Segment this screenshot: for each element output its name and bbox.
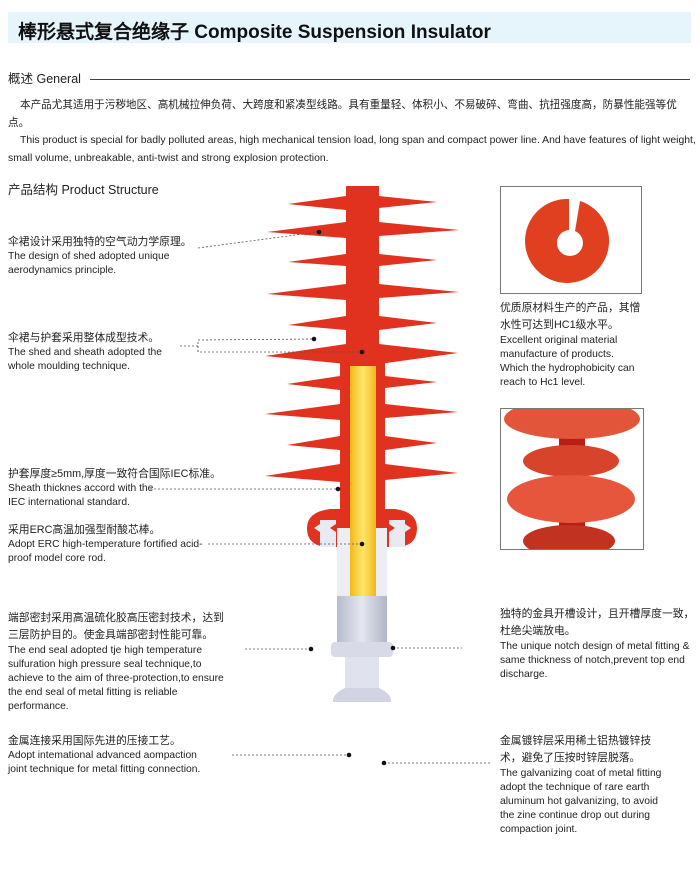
title-bar [8,12,691,43]
label-cn: 伞裙与护套采用整体成型技术。 [8,332,160,344]
label-en: Excellent original material manufacture … [500,335,635,388]
label-cn: 金属连接采用国际先进的压接工艺。 [8,735,181,747]
label-moulding: 伞裙与护套采用整体成型技术。 The shed and sheath adopt… [8,330,188,374]
label-en: The unique notch design of metal fitting… [500,641,690,680]
ring-icon [525,198,610,283]
callout-dots [308,229,396,766]
label-galvanizing: 金属镀锌层采用稀土铝热镀锌技术，避免了压按时锌层脱落。 The galvaniz… [500,733,670,837]
page-title: 棒形悬式复合绝缘子 Composite Suspension Insulator [18,22,491,43]
label-cn: 伞裙设计采用独特的空气动力学原理。 [8,236,192,248]
label-cn: 采用ERC高温加强型耐酸芯棒。 [8,524,161,536]
label-en: Adopt intemational advanced aompaction j… [8,750,201,775]
end-fitting [314,520,411,702]
label-en: The galvanizing coat of metal fitting ad… [500,768,662,835]
label-en: The end seal adopted tje high temperatur… [8,645,224,712]
label-shed-design: 伞裙设计采用独特的空气动力学原理。 The design of shed ado… [8,234,198,278]
shed-cross-section-photo [500,186,642,294]
label-cn: 独特的金具开槽设计，且开槽厚度一致，杜绝尖端放电。 [500,608,695,637]
shed-closeup-image [504,409,640,549]
general-text-cn: 本产品尤其适用于污秽地区、高机械拉伸负荷、大跨度和紧凑型线路。具有重量轻、体积小… [8,99,677,129]
label-compaction-joint: 金属连接采用国际先进的压接工艺。 Adopt intemational adva… [8,733,218,777]
label-en: The design of shed adopted unique aerody… [8,251,170,276]
label-core-rod: 采用ERC高温加强型耐酸芯棒。 Adopt ERC high-temperatu… [8,522,208,566]
label-cn: 端部密封采用高温硫化胶高压密封技术，达到三层防护目的。使金具端部密封性能可靠。 [8,612,224,641]
label-hydrophobicity: 优质原材料生产的产品，其憎水性可达到HC1级水平。 Excellent orig… [500,300,645,390]
general-heading: 概述 General [8,72,81,86]
label-en: Sheath thicknes accord with the IEC inte… [8,483,154,508]
label-cn: 金属镀锌层采用稀土铝热镀锌技术，避免了压按时锌层脱落。 [500,735,652,764]
label-end-seal: 端部密封采用高温硫化胶高压密封技术，达到三层防护目的。使金具端部密封性能可靠。 … [8,610,233,714]
leader-lines [150,231,492,764]
core-rod [350,366,376,596]
general-text-en: This product is special for badly pollut… [8,135,696,164]
label-cn: 优质原材料生产的产品，其憎水性可达到HC1级水平。 [500,302,641,331]
label-notch-design: 独特的金具开槽设计，且开槽厚度一致，杜绝尖端放电。 The unique not… [500,606,695,682]
structure-heading: 产品结构 Product Structure [8,183,159,197]
divider [90,79,690,80]
label-en: Adopt ERC high-temperature fortified aci… [8,539,203,564]
general-description: 本产品尤其适用于污秽地区、高机械拉伸负荷、大跨度和紧凑型线路。具有重量轻、体积小… [8,96,696,168]
label-en: The shed and sheath adopted the whole mo… [8,347,163,372]
shed-closeup-photo [500,408,644,550]
